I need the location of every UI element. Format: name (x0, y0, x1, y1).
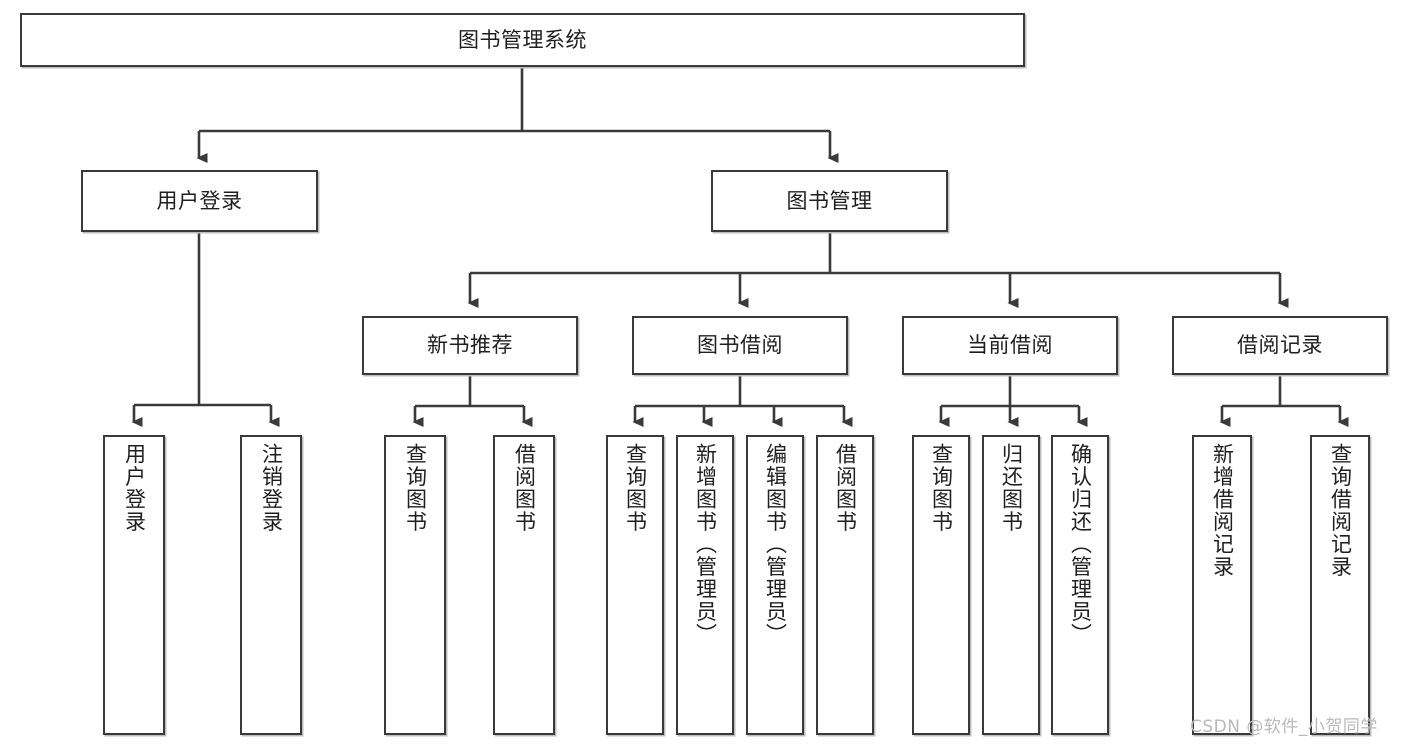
node-book-borrow-label: 图书借阅 (697, 333, 783, 358)
node-leaf-edit-book-label: 编辑图书（管理员） (763, 443, 788, 646)
node-new-book-recommend-label: 新书推荐 (427, 333, 513, 358)
node-current-borrow[interactable]: 当前借阅 (902, 316, 1118, 375)
node-root-label: 图书管理系统 (458, 27, 587, 52)
node-new-book-recommend[interactable]: 新书推荐 (362, 316, 578, 375)
node-user-login[interactable]: 用户登录 (81, 170, 318, 232)
node-leaf-return-book-label: 归还图书 (999, 443, 1024, 533)
node-leaf-query-book-2[interactable]: 查询图书 (606, 435, 664, 735)
node-leaf-query-record-label: 查询借阅记录 (1328, 443, 1353, 578)
node-leaf-query-book-3[interactable]: 查询图书 (912, 435, 970, 735)
node-leaf-user-login[interactable]: 用户登录 (103, 435, 165, 735)
node-leaf-add-record[interactable]: 新增借阅记录 (1192, 435, 1252, 735)
node-leaf-user-login-label: 用户登录 (122, 443, 147, 533)
node-leaf-add-book[interactable]: 新增图书（管理员） (676, 435, 734, 735)
node-leaf-edit-book[interactable]: 编辑图书（管理员） (746, 435, 804, 735)
node-leaf-add-book-label: 新增图书（管理员） (693, 443, 718, 646)
node-leaf-borrow-book-2[interactable]: 借阅图书 (816, 435, 874, 735)
node-leaf-borrow-book-1[interactable]: 借阅图书 (493, 435, 555, 735)
node-current-borrow-label: 当前借阅 (967, 333, 1053, 358)
watermark-text: CSDN @软件_小贺同学 (1190, 717, 1378, 737)
node-leaf-return-book[interactable]: 归还图书 (982, 435, 1040, 735)
node-leaf-confirm-return[interactable]: 确认归还（管理员） (1051, 435, 1109, 735)
node-user-login-label: 用户登录 (156, 188, 243, 213)
node-book-manage-label: 图书管理 (786, 188, 873, 213)
node-leaf-borrow-book-2-label: 借阅图书 (833, 443, 858, 533)
node-book-borrow[interactable]: 图书借阅 (632, 316, 848, 375)
node-leaf-logout-login[interactable]: 注销登录 (240, 435, 302, 735)
node-leaf-query-book-1-label: 查询图书 (403, 443, 428, 533)
node-borrow-record[interactable]: 借阅记录 (1172, 316, 1388, 375)
node-leaf-query-book-1[interactable]: 查询图书 (384, 435, 446, 735)
node-borrow-record-label: 借阅记录 (1237, 333, 1323, 358)
node-book-manage[interactable]: 图书管理 (711, 170, 948, 232)
node-leaf-query-book-2-label: 查询图书 (623, 443, 648, 533)
node-leaf-confirm-return-label: 确认归还（管理员） (1068, 443, 1093, 646)
node-leaf-borrow-book-1-label: 借阅图书 (512, 443, 537, 533)
node-leaf-logout-login-label: 注销登录 (259, 443, 284, 533)
node-leaf-add-record-label: 新增借阅记录 (1210, 443, 1235, 578)
node-root[interactable]: 图书管理系统 (20, 13, 1025, 67)
node-leaf-query-book-3-label: 查询图书 (929, 443, 954, 533)
node-leaf-query-record[interactable]: 查询借阅记录 (1310, 435, 1370, 735)
